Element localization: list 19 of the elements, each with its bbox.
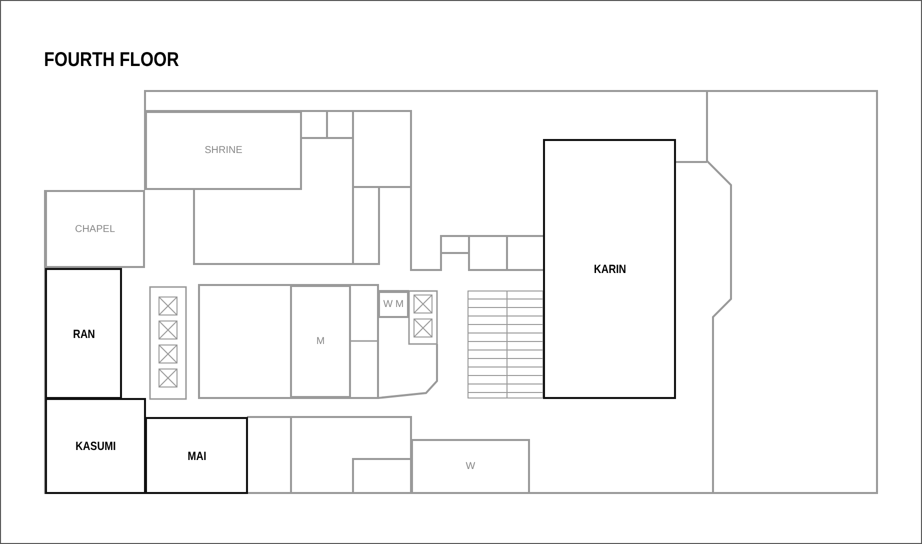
room-name: M xyxy=(316,336,325,347)
room-outline xyxy=(378,291,409,318)
room-name: KARIN xyxy=(593,262,626,276)
room-name: RAN xyxy=(72,326,95,340)
room-outline xyxy=(411,439,530,494)
room-outline xyxy=(45,190,145,268)
room-outline xyxy=(543,139,676,399)
room-outline xyxy=(290,285,351,398)
floor-title: FOURTH FLOOR xyxy=(44,49,180,72)
room-name: W M xyxy=(383,299,404,310)
room-name: CHAPEL xyxy=(74,224,115,234)
room-outline xyxy=(145,111,302,190)
room-name: W xyxy=(466,461,476,472)
room-name: MAI xyxy=(187,448,206,462)
room-name: KASUMI xyxy=(75,439,116,453)
room-name: SHRINE xyxy=(204,145,242,156)
room-outline xyxy=(45,398,146,494)
room-outline xyxy=(45,268,122,399)
room-outline xyxy=(145,417,248,494)
